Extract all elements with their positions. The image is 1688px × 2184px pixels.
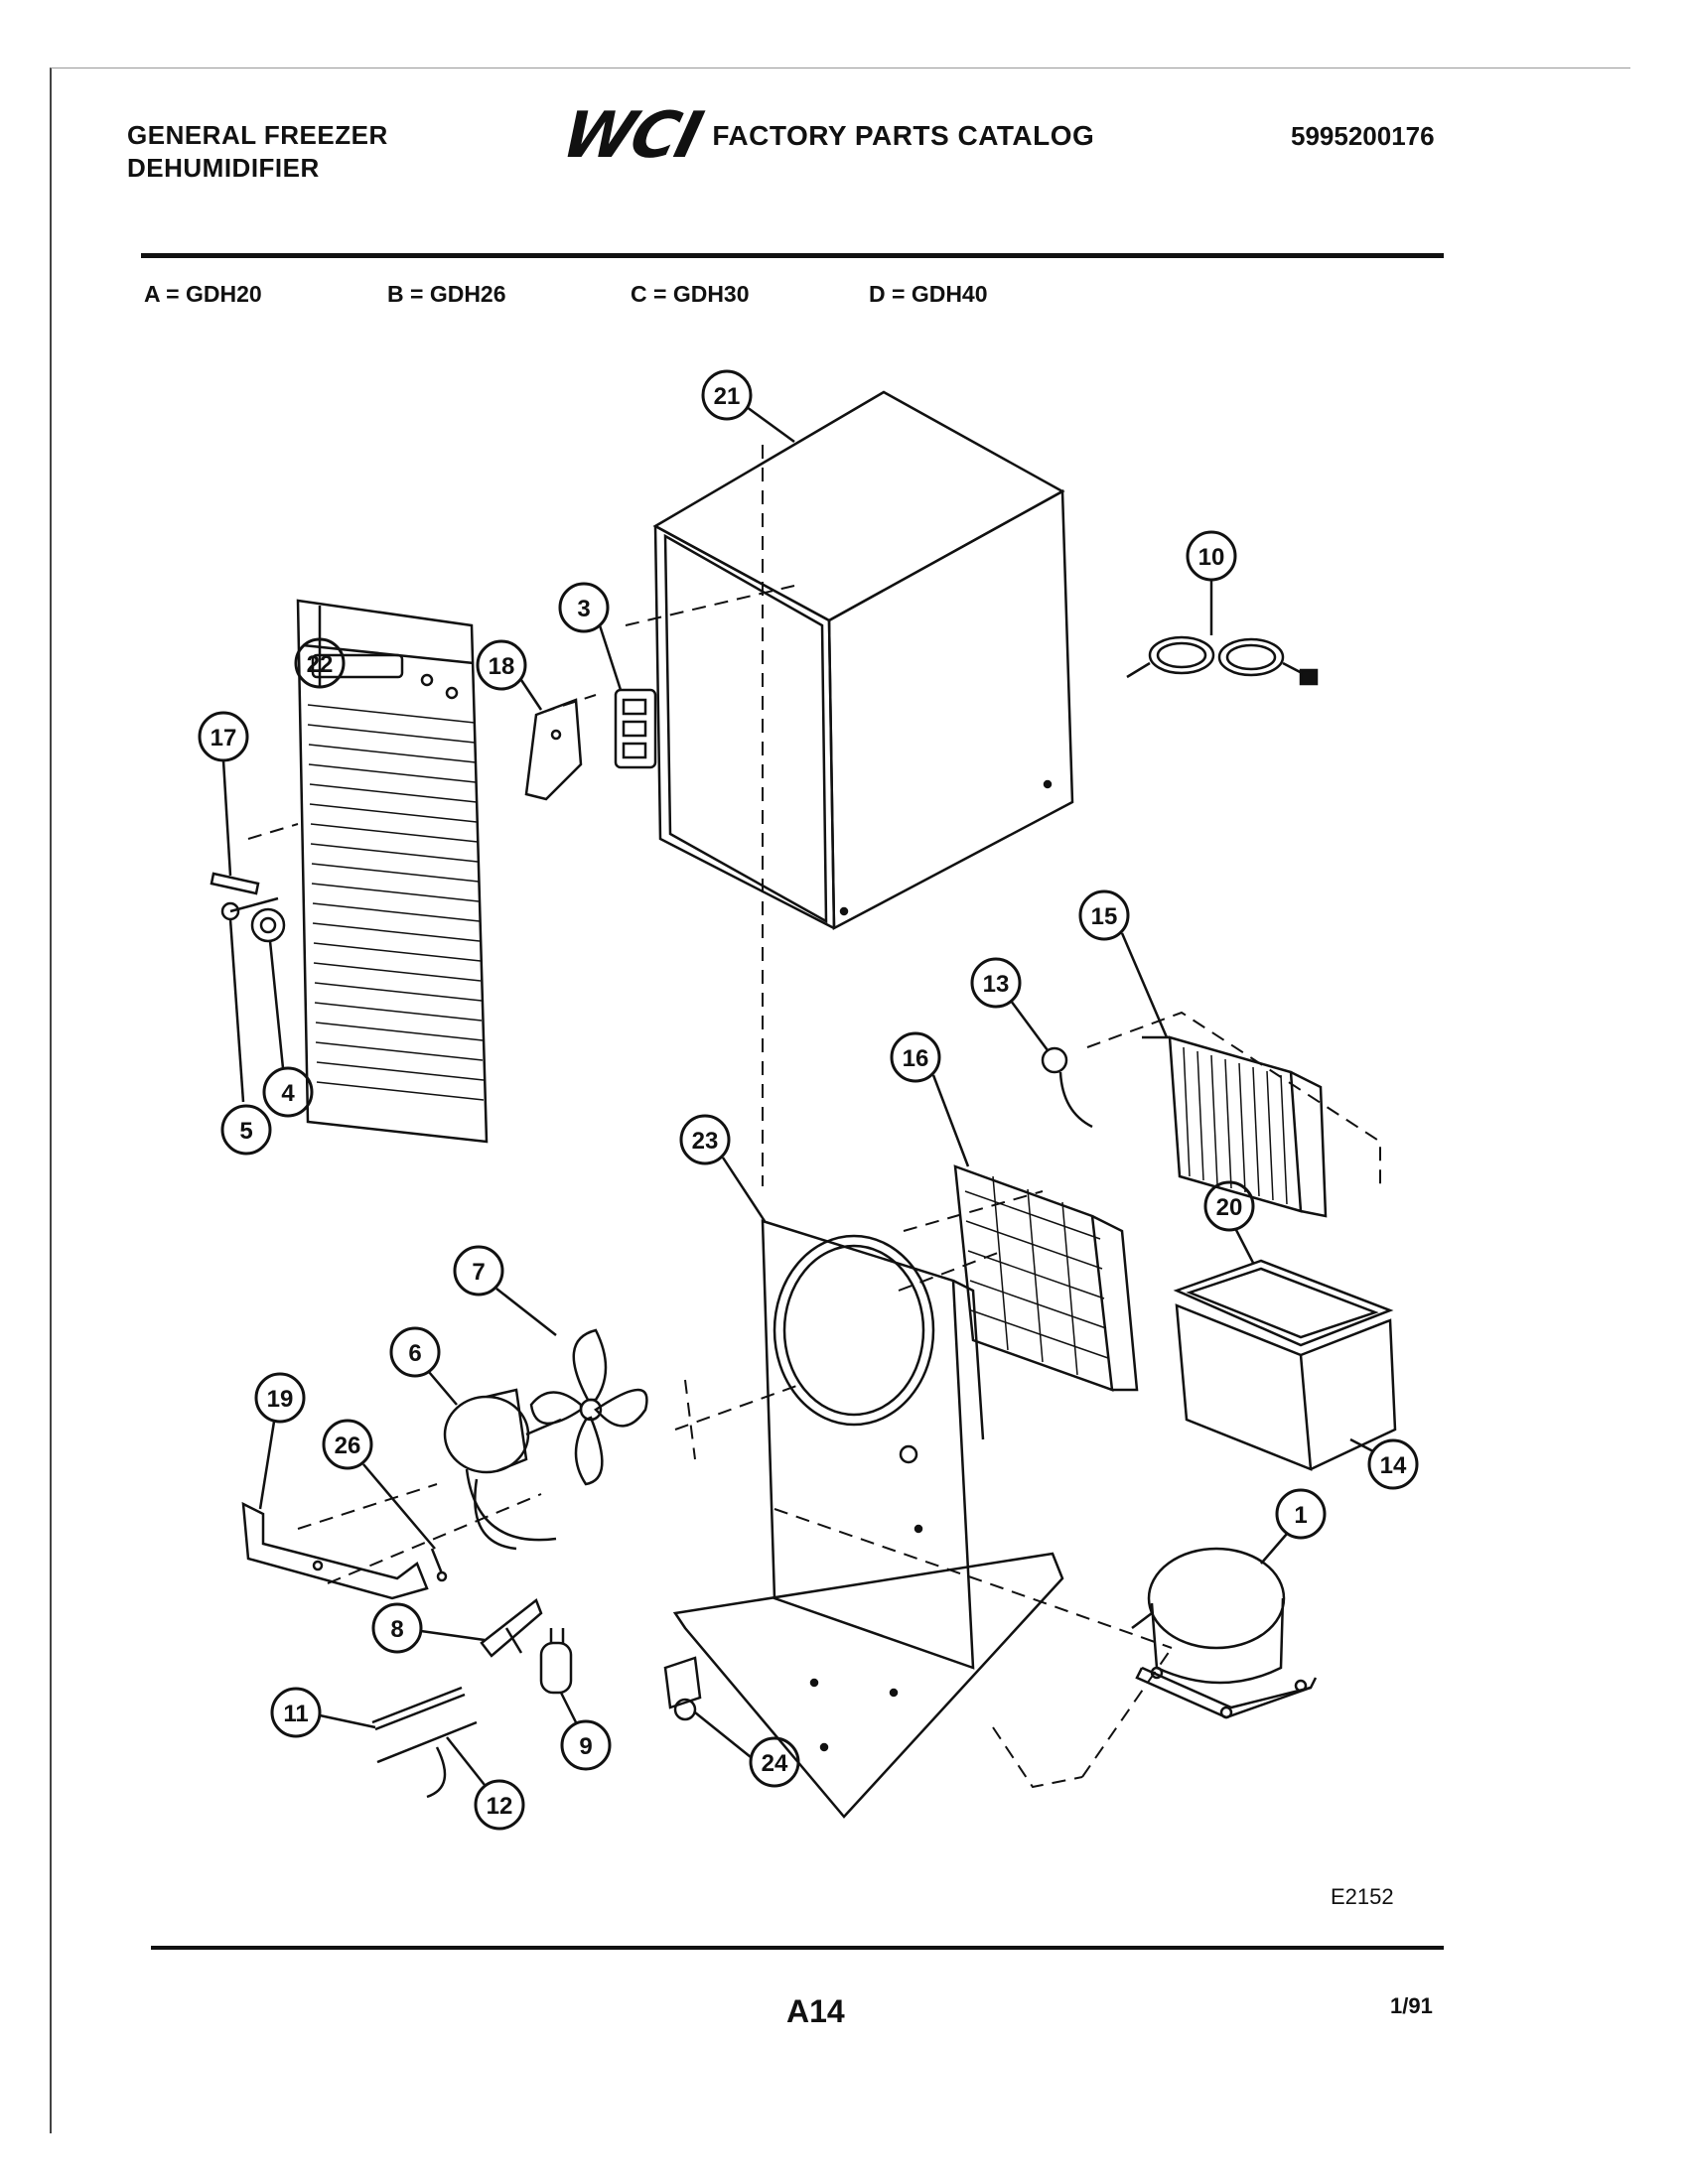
- callout-20: 20: [1203, 1180, 1255, 1264]
- svg-text:13: 13: [983, 971, 1010, 998]
- part-evaporator: [1142, 1035, 1328, 1218]
- part-water-bucket: [1175, 1303, 1397, 1471]
- part-knob: [250, 907, 286, 943]
- callout-23: 23: [679, 1114, 767, 1222]
- brand-header: GENERAL FREEZER DEHUMIDIFIER: [127, 119, 388, 185]
- svg-text:24: 24: [762, 1750, 788, 1777]
- callout-13: 13: [970, 957, 1050, 1051]
- svg-text:26: 26: [335, 1433, 361, 1459]
- part-switch: [614, 688, 657, 769]
- callout-9: 9: [559, 1692, 612, 1771]
- svg-text:21: 21: [714, 383, 741, 410]
- svg-text:11: 11: [283, 1701, 308, 1727]
- figure-id: E2152: [1331, 1884, 1394, 1909]
- part-screw: [430, 1548, 448, 1582]
- catalog-title: FACTORY PARTS CATALOG: [712, 120, 1095, 151]
- callout-6: 6: [389, 1326, 458, 1406]
- svg-text:15: 15: [1091, 903, 1118, 930]
- svg-text:18: 18: [489, 653, 515, 680]
- callout-7: 7: [453, 1245, 557, 1336]
- part-harness-a: [371, 1686, 466, 1731]
- callout-26: 26: [322, 1419, 436, 1550]
- part-motor-mount: [241, 1501, 429, 1600]
- callout-11: 11: [270, 1687, 376, 1738]
- part-fan-motor: [443, 1388, 562, 1551]
- brand-line-1: GENERAL FREEZER: [127, 120, 388, 150]
- part-front-grille: [296, 599, 489, 1144]
- part-capacitor-bracket: [480, 1597, 543, 1658]
- model-key-a: A = GDH20: [144, 281, 262, 307]
- part-power-cord: [1126, 635, 1319, 686]
- callout-21: 21: [701, 369, 795, 444]
- svg-text:6: 6: [408, 1340, 421, 1367]
- part-bucket-lid: [1173, 1259, 1394, 1347]
- callout-1: 1: [1260, 1488, 1327, 1565]
- footer-rule: [151, 1946, 1444, 1950]
- model-key-b: B = GDH26: [387, 281, 506, 307]
- svg-text:16: 16: [903, 1045, 929, 1072]
- part-thermostat: [1041, 1046, 1093, 1129]
- callout-18: 18: [476, 639, 543, 711]
- callout-8: 8: [371, 1602, 486, 1654]
- part-cabinet: [652, 390, 1074, 931]
- model-key-c: C = GDH30: [631, 281, 750, 307]
- model-legend: A = GDH20 B = GDH26 C = GDH30 D = GDH40: [144, 281, 1236, 311]
- svg-text:8: 8: [390, 1616, 403, 1643]
- svg-text:5: 5: [239, 1118, 252, 1145]
- svg-text:7: 7: [472, 1259, 485, 1286]
- svg-text:3: 3: [577, 596, 590, 622]
- header-rule: [141, 253, 1444, 258]
- svg-text:17: 17: [211, 725, 237, 751]
- part-harness-b: [376, 1720, 478, 1799]
- part-base-partition: [672, 1219, 1064, 1819]
- callout-10: 10: [1186, 530, 1237, 635]
- callout-3: 3: [558, 582, 623, 691]
- callout-24: 24: [694, 1711, 800, 1788]
- brand-line-2: DEHUMIDIFIER: [127, 153, 320, 183]
- callout-22: 22: [294, 606, 346, 689]
- revision-date: 1/91: [1390, 1993, 1433, 2018]
- part-compressor: [1131, 1547, 1318, 1719]
- svg-text:9: 9: [579, 1733, 592, 1760]
- page-frame: [50, 68, 1630, 2133]
- catalog-heading: WCI FACTORY PARTS CATALOG: [555, 99, 1095, 173]
- part-bracket: [524, 698, 583, 801]
- part-filter-clip: [210, 872, 260, 895]
- page-number: A14: [786, 1993, 845, 2029]
- svg-text:19: 19: [267, 1386, 294, 1413]
- part-caster: [663, 1656, 702, 1721]
- catalog-number: 5995200176: [1291, 121, 1435, 151]
- svg-text:23: 23: [692, 1128, 719, 1155]
- part-capacitor: [539, 1628, 573, 1695]
- svg-text:4: 4: [281, 1080, 295, 1107]
- callout-bubbles: 21 10 3 18 22 17 4: [198, 369, 1419, 1831]
- part-fan-blade: [529, 1328, 648, 1486]
- callout-14: 14: [1349, 1437, 1419, 1490]
- callout-17: 17: [198, 711, 249, 877]
- callout-4: 4: [262, 940, 314, 1118]
- model-key-d: D = GDH40: [869, 281, 988, 307]
- callout-16: 16: [890, 1031, 970, 1167]
- callout-15: 15: [1078, 889, 1169, 1038]
- callout-19: 19: [254, 1372, 306, 1510]
- svg-text:20: 20: [1216, 1194, 1243, 1221]
- svg-text:12: 12: [487, 1793, 513, 1820]
- part-knob-shaft: [220, 896, 279, 1103]
- callout-12: 12: [446, 1736, 525, 1831]
- part-condenser: [953, 1164, 1139, 1392]
- svg-text:1: 1: [1294, 1502, 1307, 1529]
- svg-text:10: 10: [1198, 544, 1225, 571]
- callout-5: 5: [220, 1104, 272, 1156]
- svg-text:14: 14: [1380, 1452, 1407, 1479]
